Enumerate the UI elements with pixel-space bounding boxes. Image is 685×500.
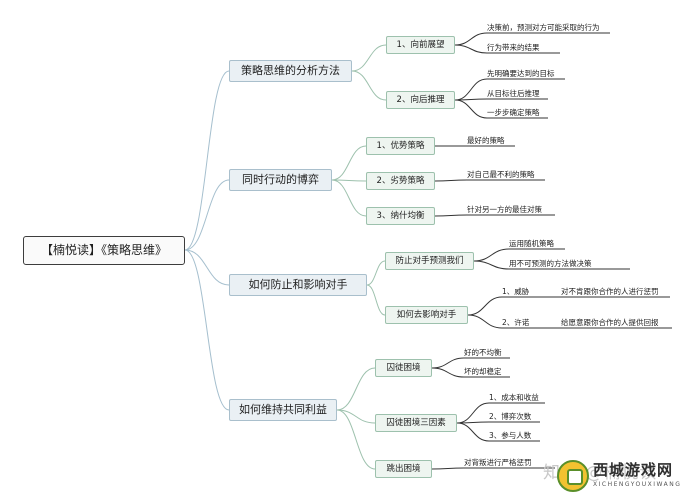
method-connector bbox=[351, 44, 387, 72]
method-look-forward: 1、向前展望 bbox=[386, 36, 455, 54]
leaf-note: 3、参与人数 bbox=[489, 431, 532, 440]
leaf-note: 2、博弈次数 bbox=[489, 412, 532, 421]
item-dominant-strategy: 1、优势策略 bbox=[366, 137, 435, 155]
leaf-note: 运用随机策略 bbox=[509, 239, 554, 248]
leaf-note: 1、成本和收益 bbox=[489, 393, 539, 402]
leaf-note: 给愿意跟你合作的人提供回报 bbox=[561, 318, 659, 327]
sub-threat: 1、威胁 bbox=[502, 287, 530, 296]
item-prisoners-dilemma: 囚徒困境 bbox=[375, 359, 432, 377]
method-connector bbox=[366, 284, 386, 316]
leaf-note: 对背叛进行严格惩罚 bbox=[464, 458, 532, 467]
leaf-connector bbox=[454, 78, 488, 101]
sub-promise: 2、许诺 bbox=[502, 318, 530, 327]
leaf-connector bbox=[467, 296, 503, 316]
method-reason-backward: 2、向后推理 bbox=[386, 91, 455, 109]
leaf-note: 先明确要达到的目标 bbox=[487, 69, 555, 78]
method-connector bbox=[331, 145, 367, 181]
logo-text: 西城游戏网 bbox=[593, 461, 674, 479]
method-connector bbox=[331, 179, 367, 182]
item-influence-opponent: 如何去影响对手 bbox=[385, 306, 468, 324]
leaf-connector bbox=[456, 422, 490, 442]
branch-simultaneous-game: 同时行动的博弈 bbox=[229, 169, 332, 191]
method-connector bbox=[331, 179, 367, 217]
leaf-note: 对不肯跟你合作的人进行惩罚 bbox=[561, 287, 659, 296]
leaf-connector bbox=[431, 467, 465, 470]
leaf-note: 好的不均衡 bbox=[464, 348, 502, 357]
item-dilemma-factors: 囚徒困境三因素 bbox=[375, 414, 457, 432]
item-nash-equilibrium: 3、纳什均衡 bbox=[366, 207, 435, 225]
item-escape-dilemma: 跳出困境 bbox=[375, 460, 432, 478]
method-connector bbox=[336, 367, 376, 411]
method-connector bbox=[366, 260, 386, 286]
leaf-connector bbox=[456, 402, 490, 424]
leaf-connector bbox=[434, 214, 468, 217]
leaf-note: 坏的却稳定 bbox=[464, 367, 502, 376]
leaf-connector bbox=[473, 260, 510, 270]
leaf-note: 一步步确定策略 bbox=[487, 108, 540, 117]
leaf-note: 用不可预测的方法做决策 bbox=[509, 259, 592, 268]
method-connector bbox=[336, 409, 376, 470]
leaf-connector bbox=[467, 314, 503, 329]
leaf-note: 针对另一方的最佳对策 bbox=[467, 205, 542, 214]
logo-subtext: XICHENGYOUXIWANG bbox=[593, 481, 682, 488]
logo-icon bbox=[557, 460, 589, 492]
method-connector bbox=[351, 70, 387, 101]
branch-connector bbox=[184, 70, 230, 251]
site-logo: 西城游戏网 XICHENGYOUXIWANG bbox=[555, 456, 685, 500]
leaf-connector bbox=[454, 44, 488, 54]
leaf-note: 决策前，预测对方可能采取的行为 bbox=[487, 23, 600, 32]
leaf-note: 最好的策略 bbox=[467, 136, 505, 145]
leaf-note: 从目标往后推理 bbox=[487, 89, 540, 98]
leaf-connector bbox=[431, 367, 465, 378]
branch-connector bbox=[184, 179, 230, 251]
leaf-connector bbox=[454, 99, 488, 119]
branch-analysis-methods: 策略思维的分析方法 bbox=[229, 60, 352, 82]
branch-connector bbox=[184, 249, 230, 411]
item-dominated-strategy: 2、劣势策略 bbox=[366, 172, 435, 190]
leaf-connector bbox=[434, 179, 468, 182]
branch-influence-opponent: 如何防止和影响对手 bbox=[229, 274, 367, 296]
root-node: 【楠悦读】《策略思维》 bbox=[23, 236, 185, 265]
branch-common-interest: 如何维持共同利益 bbox=[229, 399, 337, 421]
branch-connector bbox=[184, 249, 230, 286]
leaf-note: 对自己最不利的策略 bbox=[467, 170, 535, 179]
leaf-connector bbox=[454, 32, 488, 46]
item-prevent-prediction: 防止对手预测我们 bbox=[385, 252, 474, 270]
method-connector bbox=[336, 409, 376, 424]
leaf-connector bbox=[431, 357, 465, 369]
leaf-connector bbox=[473, 248, 510, 262]
leaf-note: 行为带来的结果 bbox=[487, 43, 540, 52]
